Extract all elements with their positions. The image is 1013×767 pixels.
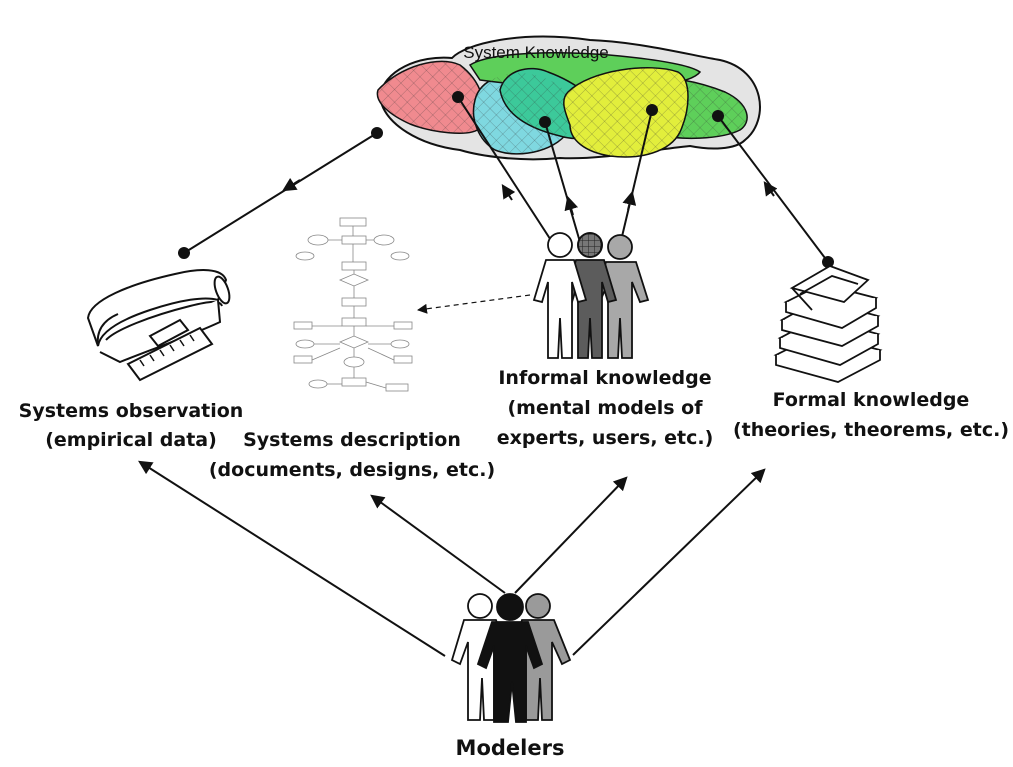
arrow-to-informal (514, 476, 628, 594)
formal-label: Formal knowledge (773, 389, 970, 411)
informal-sublabel-1: (mental models of (507, 397, 703, 419)
dot-formal (822, 256, 834, 268)
informal-label: Informal knowledge (498, 367, 711, 389)
informal-connector-3 (619, 109, 653, 246)
observation-connector (183, 132, 378, 254)
informal-connector-2 (544, 121, 581, 243)
informal-sublabel-2: experts, users, etc.) (497, 427, 714, 449)
formal-connector-arrow (763, 181, 778, 197)
informal-connector-3-arrow (622, 190, 637, 211)
observation-label: Systems observation (19, 400, 244, 422)
informal-to-description-dashed (417, 294, 531, 314)
informal-connector-2-arrow (564, 195, 579, 216)
scroll-ruler-icon (86, 269, 231, 382)
region-red-hatch (377, 61, 484, 134)
informal-connector-1-arrow (501, 184, 516, 201)
expert-figure-left (532, 232, 588, 359)
formal-connector (717, 115, 829, 263)
arrow-to-formal (572, 468, 766, 656)
description-label: Systems description (243, 429, 461, 451)
region-teal-hatch (473, 73, 573, 154)
formal-sublabel: (theories, theorems, etc.) (733, 419, 1009, 441)
informal-connector-1 (457, 96, 557, 249)
dot-green-region (712, 110, 724, 122)
arrow-to-description (370, 494, 506, 594)
arrow-to-observation (138, 460, 446, 657)
observation-sublabel: (empirical data) (45, 429, 217, 451)
modeler-figure-middle (476, 593, 544, 723)
dot-observation (178, 247, 190, 259)
dot-teal-region (539, 116, 551, 128)
dot-yellow-region (646, 104, 658, 116)
observation-connector-arrow (282, 177, 301, 192)
books-stack-icon (773, 265, 883, 383)
cloud-title: System Knowledge (463, 43, 609, 62)
system-knowledge-cloud: System Knowledge (376, 35, 761, 161)
experts-group-icon (532, 232, 650, 359)
modelers-arrows (138, 460, 766, 657)
design-document-icon (293, 217, 413, 392)
connectors (183, 96, 829, 314)
modelers-group-icon (450, 593, 572, 723)
region-yellow-hatch (563, 67, 688, 157)
dot-red-region (452, 91, 464, 103)
dot-cloud-left (371, 127, 383, 139)
modelers-label: Modelers (456, 736, 565, 760)
description-sublabel: (documents, designs, etc.) (209, 459, 495, 481)
